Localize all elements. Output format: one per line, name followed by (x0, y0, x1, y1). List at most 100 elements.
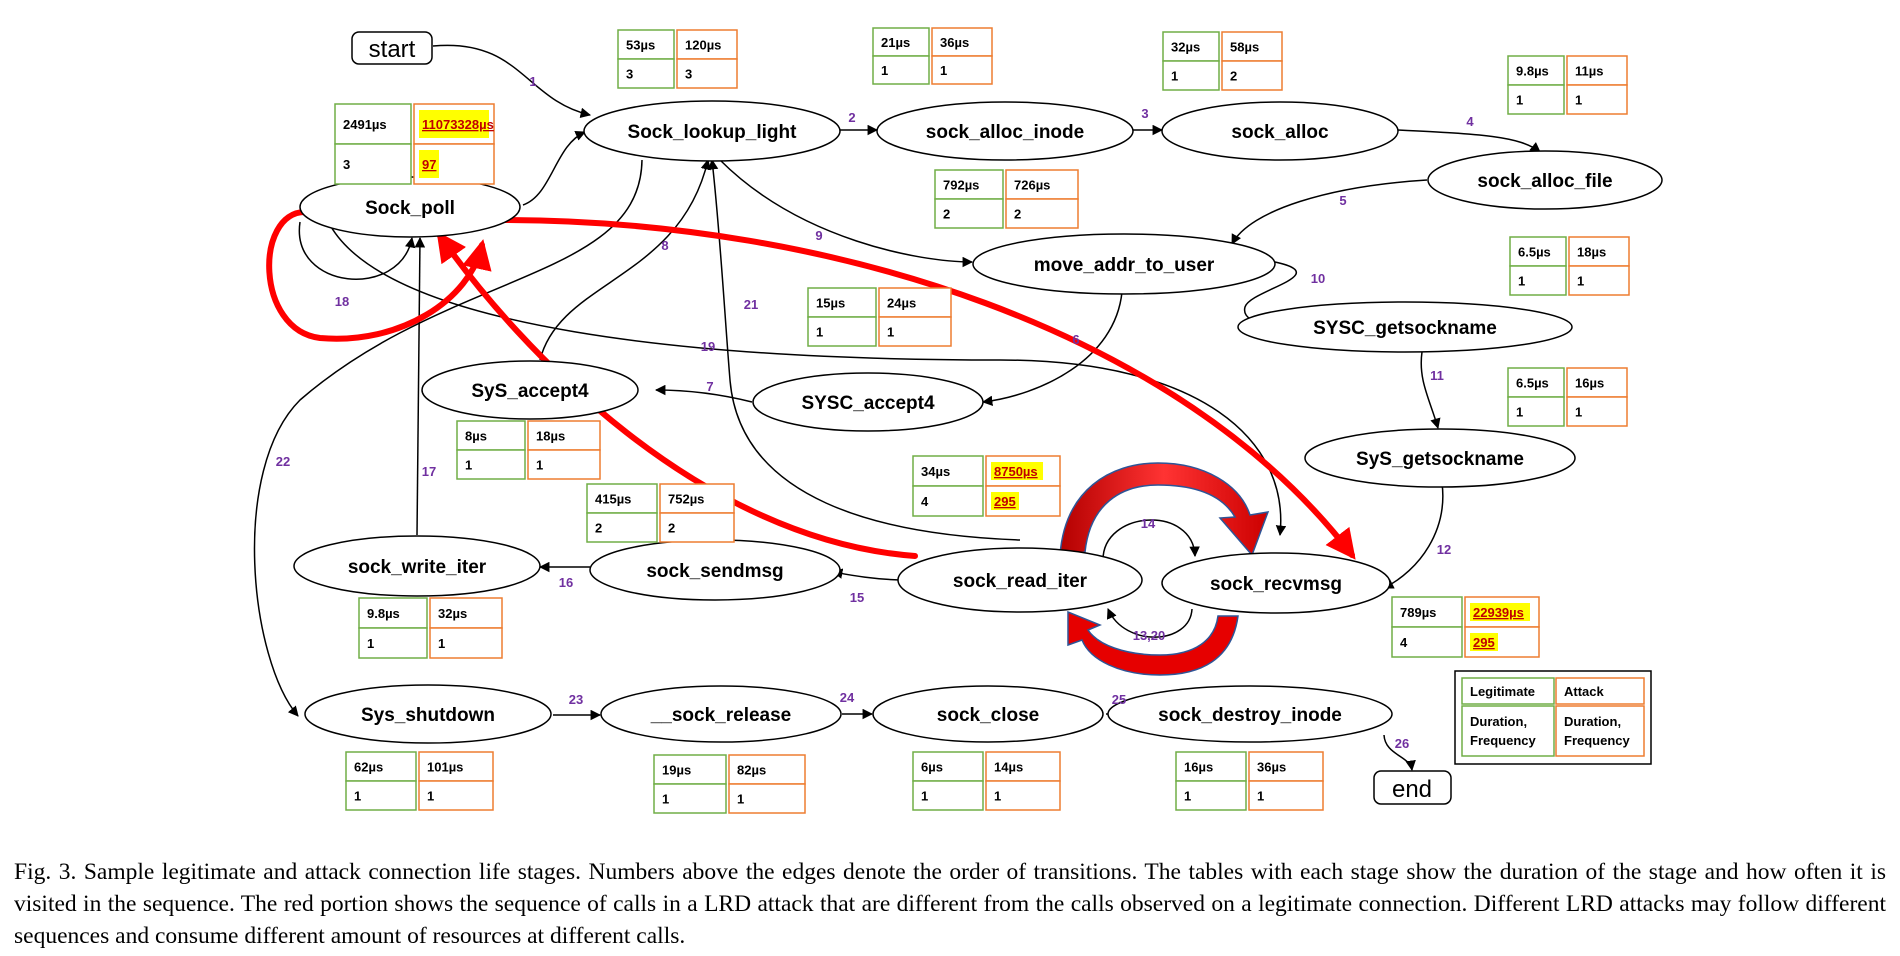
attack-duration: 752µs (668, 492, 704, 507)
node-move-addr-to-user (972, 233, 1276, 295)
edge-label-10: 10 (1311, 271, 1325, 286)
edge-label-26: 26 (1395, 736, 1409, 751)
edge-19 (329, 224, 1287, 537)
edge-label-25: 25 (1112, 692, 1126, 707)
node-sock-lookup-light (583, 100, 841, 162)
legit-frequency: 1 (662, 792, 669, 807)
attack-duration: 18µs (536, 429, 565, 444)
node-label-sysc-getsockname: SYSC_getsockname (1313, 318, 1497, 339)
legit-frequency-cell (807, 316, 877, 347)
attack-frequency: 3 (685, 67, 692, 82)
edge-label-23: 23 (569, 692, 583, 707)
node-sock-alloc-file (1427, 150, 1663, 210)
edge-label-9: 9 (815, 228, 822, 243)
legit-duration: 53µs (626, 38, 655, 53)
edge-labels: 1 2 3 4 5 6 7 8 9 10 11 12 13,20 14 15 1… (276, 74, 1475, 751)
stat-tables: 53µs3120µs32491µs311073328µs9721µs136µs1… (334, 27, 1630, 814)
node-label-sock-close: sock_close (937, 705, 1039, 726)
edge-label-21: 21 (744, 297, 758, 312)
attack-path (266, 209, 1356, 560)
legit-frequency-cell (456, 449, 526, 480)
edge-7 (654, 384, 753, 403)
node-sys-accept4-a (421, 360, 639, 420)
legit-frequency: 1 (367, 636, 374, 651)
node-sock-write-iter (293, 535, 541, 597)
legit-frequency: 1 (1516, 93, 1523, 108)
legit-duration: 789µs (1400, 605, 1436, 620)
legit-duration-cell (345, 751, 417, 782)
legend-attack-desc-cell (1555, 705, 1645, 757)
attack-duration: 16µs (1575, 376, 1604, 391)
attack-edge-poll-to-recvmsg (499, 217, 1356, 560)
node-sock-release (600, 685, 842, 743)
legend-attack-desc-2: Frequency (1564, 733, 1631, 748)
attack-frequency-cell (429, 627, 503, 659)
attack-duration: 24µs (887, 296, 916, 311)
legit-frequency-cell (617, 58, 675, 89)
edge-18 (298, 221, 416, 280)
legit-duration-cell (1391, 596, 1463, 628)
attack-frequency: 1 (438, 636, 445, 651)
figure-caption: Fig. 3. Sample legitimate and attack con… (14, 859, 1886, 949)
node-labels: start Sock_lookup_light sock_alloc_inode… (348, 36, 1613, 803)
legit-frequency-cell (912, 485, 984, 517)
edge-poll-lookup (522, 130, 586, 206)
attack-frequency: 1 (737, 792, 744, 807)
node-sysc-getsockname (1237, 301, 1573, 353)
legit-duration-cell (456, 420, 526, 451)
legit-duration: 8µs (465, 429, 487, 444)
edge-label-18: 18 (335, 294, 349, 309)
edge-label-5: 5 (1339, 193, 1346, 208)
node-sock-read-iter (897, 547, 1143, 613)
attack-duration-cell (1566, 55, 1628, 86)
edge-15 (831, 568, 901, 581)
edge-17 (414, 236, 426, 536)
legend-legit-desc-2: Frequency (1470, 733, 1537, 748)
legit-frequency: 3 (343, 157, 350, 172)
attack-frequency-highlight (991, 492, 1019, 510)
attack-duration-cell (1566, 367, 1628, 398)
legit-duration-cell (872, 27, 930, 57)
attack-duration-cell (659, 483, 735, 514)
legit-frequency-cell (1391, 626, 1463, 658)
attack-duration: 22939µs (1473, 605, 1524, 620)
legit-frequency-cell (1175, 780, 1247, 811)
node-label-start: start (369, 36, 416, 63)
attack-duration: 120µs (685, 38, 721, 53)
attack-loop-arrow-bottom (1067, 610, 1239, 676)
legit-frequency-cell (934, 198, 1004, 229)
legit-duration-cell (334, 103, 412, 145)
attack-frequency-cell (1221, 60, 1283, 91)
edge-9 (719, 159, 974, 268)
attack-frequency-cell (1005, 198, 1079, 229)
attack-duration-cell (527, 420, 601, 451)
legit-duration: 9.8µs (367, 606, 400, 621)
legit-duration-cell (586, 483, 658, 514)
legend-legit-header-cell (1461, 677, 1555, 705)
attack-frequency-cell (418, 780, 494, 811)
edge-label-4: 4 (1466, 114, 1474, 129)
attack-frequency-cell (1566, 396, 1628, 427)
attack-duration: 32µs (438, 606, 467, 621)
attack-duration-cell (1248, 751, 1324, 782)
legit-duration: 16µs (1184, 760, 1213, 775)
legit-duration: 415µs (595, 492, 631, 507)
legit-frequency-cell (334, 143, 412, 185)
legit-frequency-cell (872, 55, 930, 85)
attack-frequency-cell (931, 55, 993, 85)
attack-frequency-cell (676, 58, 738, 89)
legit-duration-cell (807, 287, 877, 318)
attack-frequency: 295 (1473, 635, 1495, 650)
attack-frequency: 2 (668, 521, 675, 536)
legit-duration-cell (1162, 31, 1220, 62)
attack-duration: 11µs (1575, 64, 1603, 79)
legend-legit-desc-cell (1461, 705, 1555, 757)
legit-frequency: 1 (354, 789, 361, 804)
attack-duration: 8750µs (994, 464, 1038, 479)
legit-frequency-cell (345, 780, 417, 811)
